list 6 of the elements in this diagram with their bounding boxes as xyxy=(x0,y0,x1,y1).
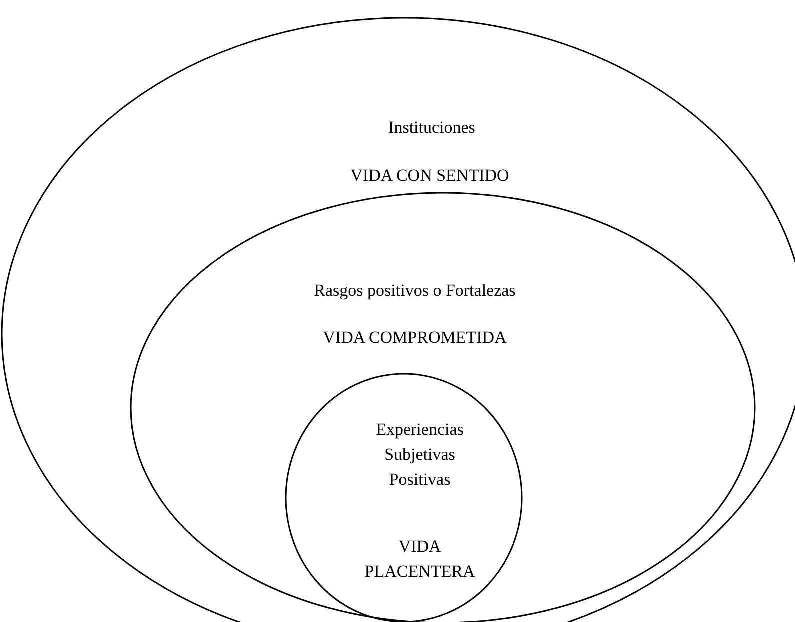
ring-description: Instituciones xyxy=(388,117,476,139)
ring-description: Rasgos positivos o Fortalezas xyxy=(313,280,517,302)
ring-title: VIDA CON SENTIDO xyxy=(350,165,510,187)
ring-description: Experiencias Subjetivas Positivas xyxy=(375,419,465,491)
ring-title: VIDA COMPROMETIDA xyxy=(322,327,508,349)
ring-title: VIDA PLACENTERA xyxy=(364,536,476,583)
